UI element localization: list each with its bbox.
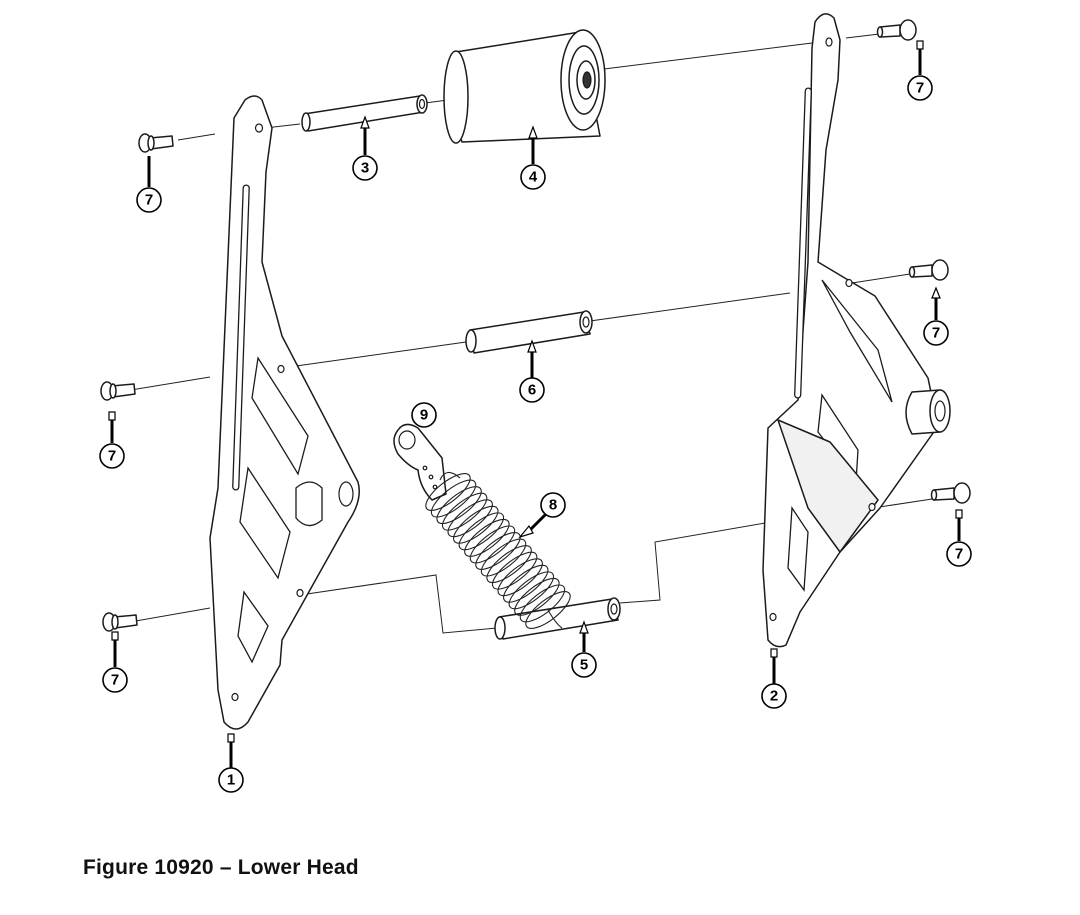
callout-4: 4 (520, 125, 546, 190)
shoulder-bolt-7 (102, 612, 138, 632)
assembly-lines (123, 32, 933, 634)
callout-5-label: 5 (580, 657, 588, 674)
exploded-parts-diagram: 1 2 3 4 5 6 (99, 13, 972, 793)
shoulder-bolt-7 (908, 259, 949, 281)
callout-7-low-left: 7 (102, 631, 128, 693)
callout-5: 5 (571, 620, 597, 678)
shoulder-bolt-7 (100, 381, 136, 401)
figure-caption: Figure 10920 – Lower Head (83, 856, 359, 879)
callout-7-label: 7 (932, 325, 940, 342)
callout-7-top-left: 7 (136, 156, 162, 213)
callout-6-label: 6 (528, 382, 536, 399)
shoulder-bolt-7 (138, 133, 174, 153)
callouts: 1 2 3 4 5 6 (99, 40, 972, 793)
callout-2: 2 (761, 648, 787, 709)
shoulder-bolt-7 (930, 482, 971, 504)
callout-8-label: 8 (549, 497, 557, 514)
callout-2-label: 2 (770, 688, 778, 705)
callout-7-label: 7 (111, 672, 119, 689)
tension-spring-8 (425, 471, 571, 629)
callout-3-label: 3 (361, 160, 369, 177)
callout-8: 8 (518, 492, 566, 539)
callout-7-label: 7 (145, 192, 153, 209)
callout-9: 9 (411, 402, 437, 428)
spacer-tube-3 (301, 94, 428, 132)
callout-1: 1 (218, 733, 244, 793)
callout-7-mid-left: 7 (99, 411, 125, 469)
callout-7-mid-right: 7 (923, 286, 949, 346)
roller-4 (443, 29, 606, 144)
callout-7-label: 7 (108, 448, 116, 465)
callout-4-label: 4 (529, 169, 538, 186)
right-side-bracket (762, 13, 951, 648)
callout-7-label: 7 (955, 546, 963, 563)
spring-hook-plate-9 (393, 423, 447, 501)
left-side-bracket (209, 95, 360, 730)
callout-7-label: 7 (916, 80, 924, 97)
callout-3: 3 (352, 115, 378, 181)
spacer-tube-6 (465, 310, 593, 354)
callout-7-top-right: 7 (907, 40, 933, 101)
callout-1-label: 1 (227, 772, 235, 789)
callout-6: 6 (519, 339, 545, 403)
callout-7-low-right: 7 (946, 509, 972, 567)
shoulder-bolts (100, 19, 971, 632)
shoulder-bolt-7 (876, 19, 917, 41)
callout-9-label: 9 (420, 407, 428, 424)
spacer-tube-5 (494, 597, 621, 640)
